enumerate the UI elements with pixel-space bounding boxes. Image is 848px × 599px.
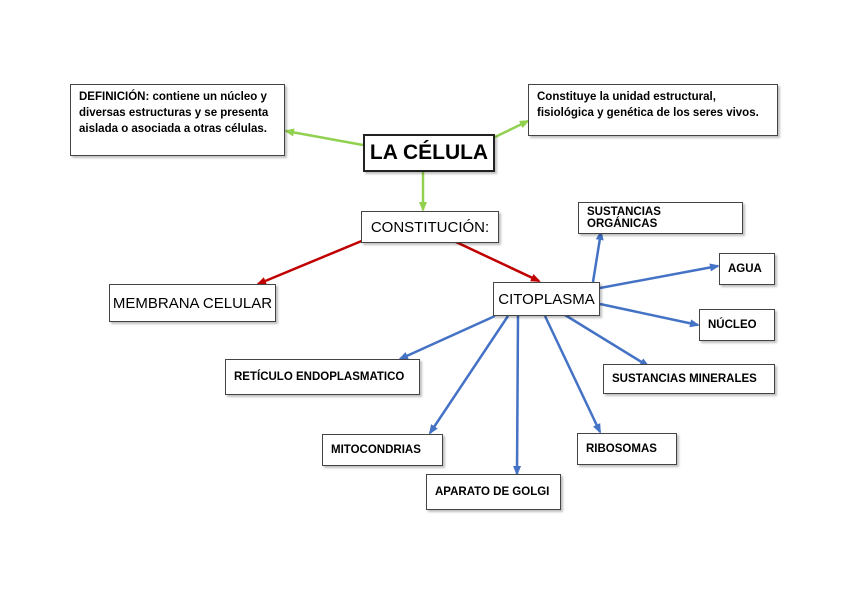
title-box: LA CÉLULA bbox=[363, 134, 495, 172]
nucleo-box: NÚCLEO bbox=[699, 309, 775, 341]
arrow-to-sustancias-organicas bbox=[591, 230, 604, 283]
membrana-label: MEMBRANA CELULAR bbox=[112, 294, 273, 312]
sustancias-organicas-box: SUSTANCIAS ORGÁNICAS bbox=[578, 202, 743, 234]
citoplasma-label: CITOPLASMA bbox=[498, 290, 595, 308]
definition-box: DEFINICIÓN: contiene un núcleo y diversa… bbox=[70, 84, 285, 156]
ribosomas-box: RIBOSOMAS bbox=[577, 433, 677, 465]
arrow-to-aparato-golgi bbox=[513, 315, 522, 476]
page-title: LA CÉLULA bbox=[369, 141, 489, 164]
mitocondrias-box: MITOCONDRIAS bbox=[322, 434, 443, 466]
arrow-to-nucleo bbox=[599, 302, 700, 328]
aparato-golgi-box: APARATO DE GOLGI bbox=[426, 474, 561, 510]
arrow-to-mitocondrias bbox=[428, 315, 510, 435]
reticulo-label: RETÍCULO ENDOPLASMATICO bbox=[234, 371, 405, 383]
arrow-constitucion-to-membrana bbox=[256, 238, 365, 286]
agua-label: AGUA bbox=[728, 263, 762, 275]
arrow-title-to-description bbox=[494, 119, 530, 139]
arrow-constitucion-to-citoplasma bbox=[455, 240, 541, 283]
mitocondrias-label: MITOCONDRIAS bbox=[331, 444, 421, 456]
aparato-golgi-label: APARATO DE GOLGI bbox=[435, 486, 550, 498]
definition-text: DEFINICIÓN: contiene un núcleo y diversa… bbox=[79, 91, 269, 135]
description-text: Constituye la unidad estructural, fisiol… bbox=[537, 91, 759, 119]
constitucion-label: CONSTITUCIÓN: bbox=[370, 218, 490, 236]
sustancias-minerales-box: SUSTANCIAS MINERALES bbox=[603, 364, 775, 394]
arrow-to-reticulo bbox=[398, 314, 496, 361]
constitucion-box: CONSTITUCIÓN: bbox=[361, 211, 499, 243]
sustancias-organicas-label: SUSTANCIAS ORGÁNICAS bbox=[587, 206, 661, 230]
citoplasma-box: CITOPLASMA bbox=[493, 282, 600, 316]
reticulo-box: RETÍCULO ENDOPLASMATICO bbox=[225, 359, 420, 395]
arrow-to-ribosomas bbox=[543, 315, 602, 434]
arrow-to-sustancias-minerales bbox=[564, 313, 650, 368]
agua-box: AGUA bbox=[719, 253, 775, 285]
ribosomas-label: RIBOSOMAS bbox=[586, 443, 657, 455]
membrana-box: MEMBRANA CELULAR bbox=[109, 284, 276, 322]
arrow-to-agua bbox=[599, 263, 720, 290]
description-box: Constituye la unidad estructural, fisiol… bbox=[528, 84, 778, 136]
arrow-title-to-definition bbox=[284, 128, 364, 147]
sustancias-minerales-label: SUSTANCIAS MINERALES bbox=[612, 373, 757, 385]
nucleo-label: NÚCLEO bbox=[708, 319, 757, 331]
